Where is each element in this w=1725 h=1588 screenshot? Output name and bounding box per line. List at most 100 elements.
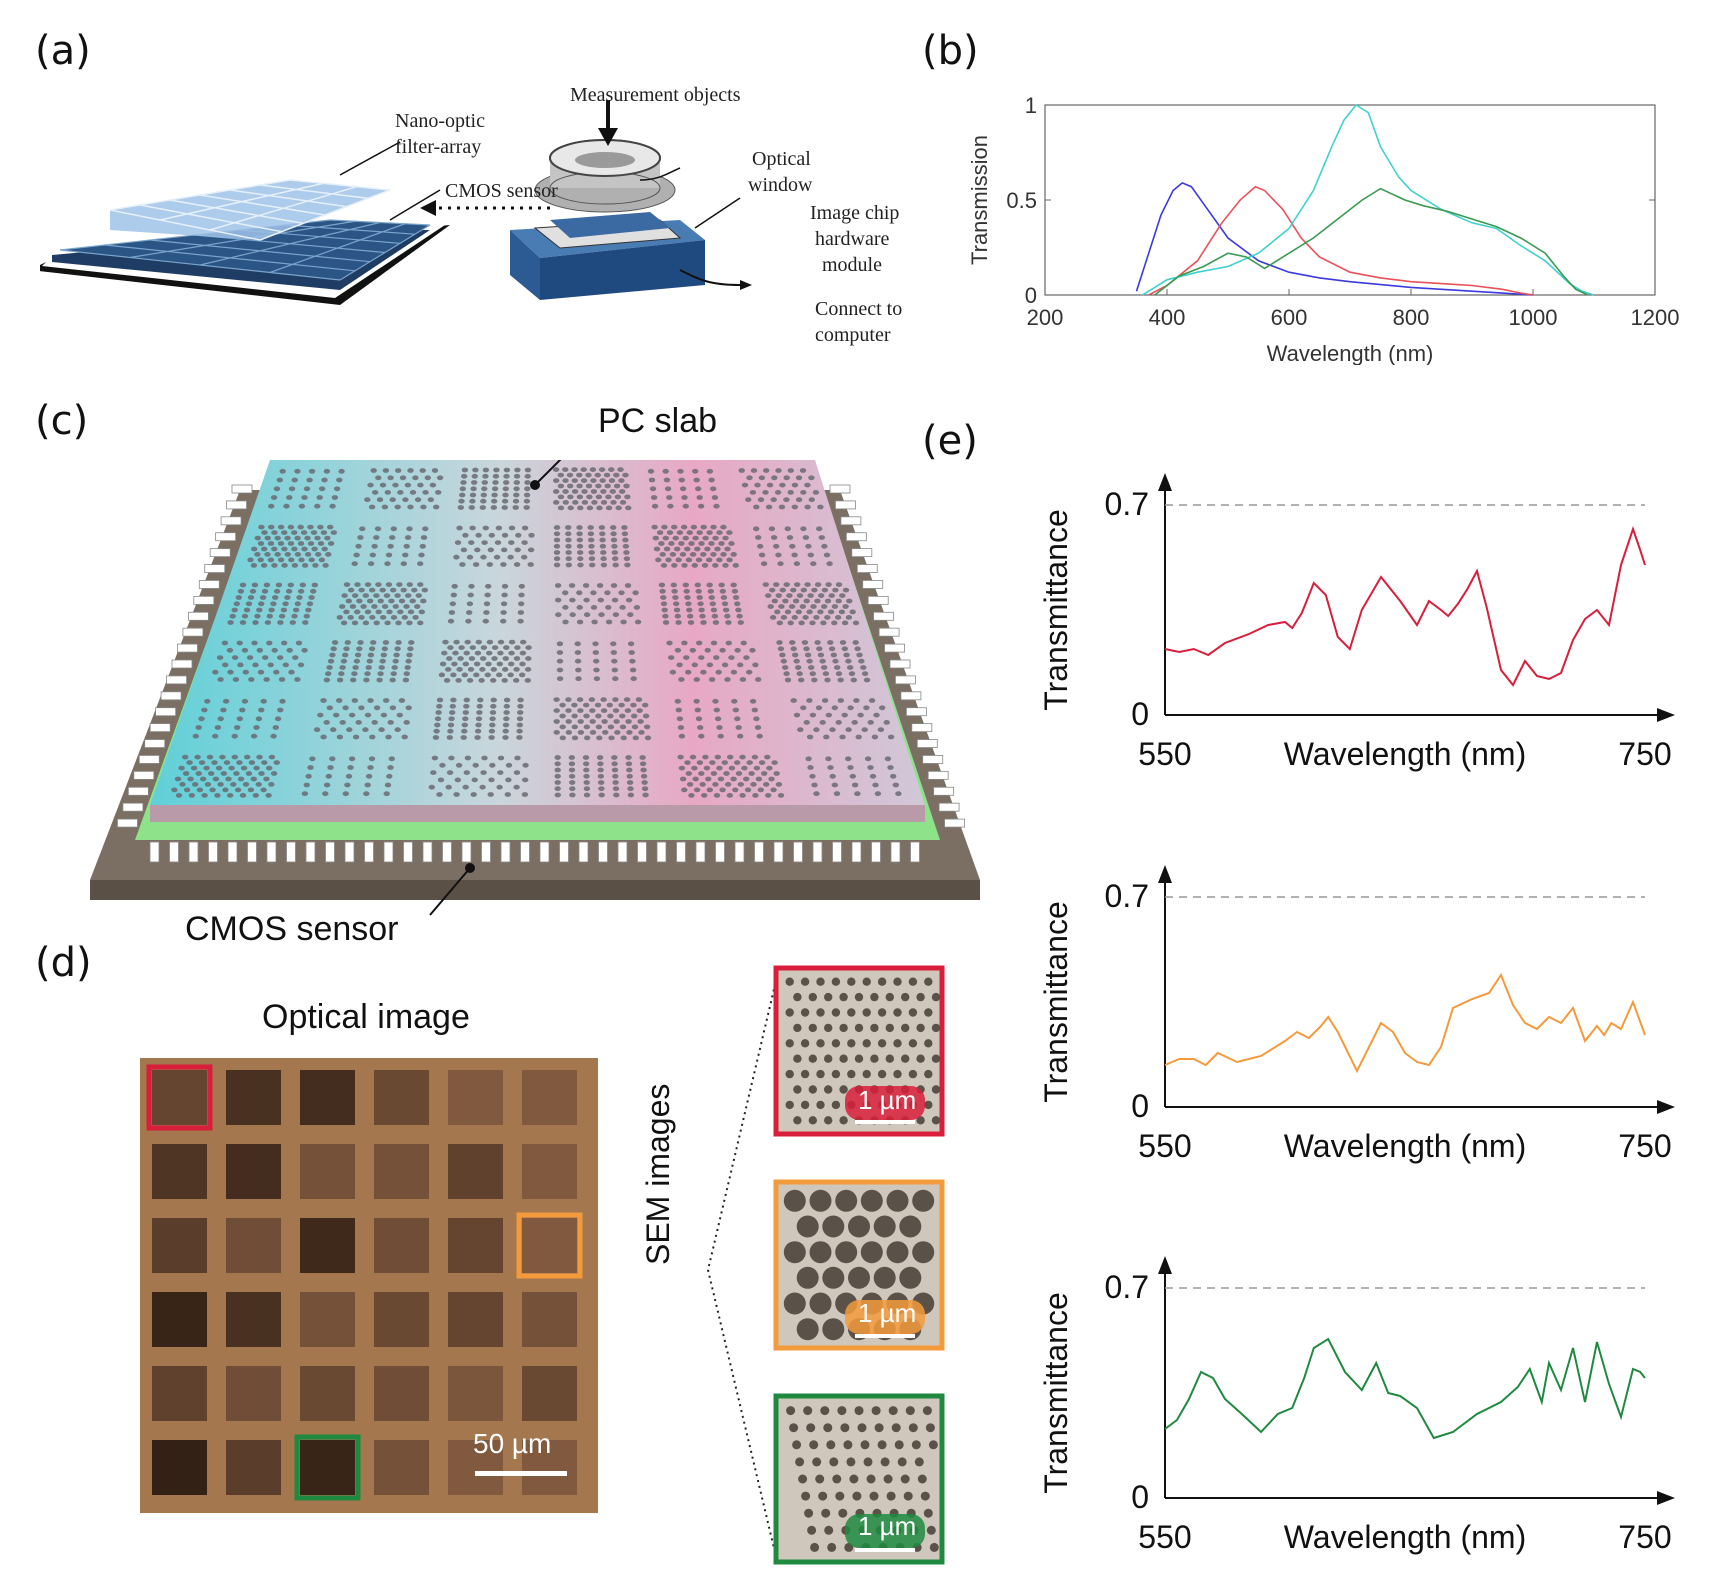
pc-hole bbox=[418, 609, 425, 615]
filter-square bbox=[152, 1292, 207, 1347]
pc-hole bbox=[597, 597, 604, 603]
pc-hole bbox=[255, 782, 262, 787]
chip-pin bbox=[840, 516, 862, 526]
pc-hole bbox=[704, 647, 711, 653]
chip-pin bbox=[944, 818, 965, 828]
pc-hole bbox=[318, 486, 326, 492]
pc-hole bbox=[404, 665, 411, 670]
pc-hole bbox=[644, 735, 652, 741]
chip-pin bbox=[933, 786, 955, 796]
pc-hole bbox=[743, 776, 750, 782]
chip-pin bbox=[481, 841, 491, 863]
pc-hole bbox=[475, 532, 482, 538]
sem-hole bbox=[809, 1440, 819, 1450]
pc-hole bbox=[695, 557, 703, 563]
pc-hole bbox=[257, 541, 265, 546]
pc-hole bbox=[370, 468, 377, 473]
pc-hole bbox=[576, 525, 583, 530]
chip-pin bbox=[204, 564, 226, 573]
pc-hole bbox=[814, 598, 821, 604]
pc-hole bbox=[675, 557, 682, 563]
chip-pin bbox=[286, 841, 296, 863]
pc-hole bbox=[791, 482, 799, 488]
pc-hole bbox=[743, 655, 750, 660]
pc-hole bbox=[447, 645, 454, 650]
pc-hole bbox=[417, 561, 424, 567]
pc-hole bbox=[824, 677, 831, 683]
pc-hole bbox=[710, 486, 717, 492]
pc-hole bbox=[357, 535, 364, 540]
pc-hole bbox=[599, 531, 606, 537]
pc-hole bbox=[395, 640, 402, 645]
pc-hole bbox=[635, 697, 643, 702]
pc-hole bbox=[625, 505, 632, 511]
pc-hole bbox=[821, 698, 829, 703]
pc-hole bbox=[613, 472, 620, 478]
pc-hole bbox=[459, 562, 466, 567]
pc-hole bbox=[513, 678, 520, 683]
pc-hole bbox=[692, 535, 699, 541]
filter-square bbox=[448, 1292, 503, 1347]
pc-hole bbox=[364, 782, 371, 788]
pc-hole bbox=[588, 697, 596, 702]
pc-hole bbox=[501, 498, 509, 504]
pc-hole bbox=[420, 535, 428, 540]
pc-hole bbox=[345, 598, 352, 604]
pc-hole bbox=[325, 552, 332, 557]
pc-hole bbox=[380, 652, 387, 658]
pc-hole bbox=[808, 475, 815, 481]
pc-hole bbox=[217, 677, 224, 682]
pc-hole bbox=[595, 483, 602, 489]
pc-hole bbox=[331, 640, 339, 645]
pc-hole bbox=[589, 562, 596, 568]
pc-hole bbox=[371, 543, 378, 549]
pc-hole bbox=[203, 765, 210, 771]
pc-hole bbox=[277, 524, 285, 530]
pc-hole bbox=[653, 546, 661, 552]
pc-hole bbox=[576, 605, 583, 610]
pc-hole bbox=[454, 777, 461, 783]
chip-pin bbox=[829, 484, 851, 494]
pc-hole bbox=[715, 669, 722, 675]
pc-hole bbox=[258, 771, 265, 776]
pc-hole bbox=[847, 705, 854, 711]
pc-hole bbox=[590, 590, 597, 596]
pc-hole bbox=[807, 593, 814, 598]
scale-bar bbox=[475, 1471, 567, 1476]
pc-hole bbox=[672, 535, 679, 541]
pc-hole bbox=[327, 541, 335, 546]
pc-hole bbox=[816, 646, 823, 652]
filter-square bbox=[300, 1292, 355, 1347]
pc-hole bbox=[632, 590, 639, 596]
pc-hole bbox=[286, 495, 293, 500]
pc-hole bbox=[574, 641, 581, 647]
pc-hole bbox=[407, 468, 414, 473]
pc-hole bbox=[766, 482, 774, 488]
pc-hole bbox=[273, 486, 281, 492]
pc-hole bbox=[662, 468, 669, 474]
sem-hole bbox=[928, 1440, 938, 1450]
pc-hole bbox=[732, 787, 739, 793]
pc-hole bbox=[847, 665, 854, 670]
pc-hole bbox=[649, 486, 657, 492]
callout-optical-1: Optical bbox=[752, 148, 811, 170]
sem-hole bbox=[899, 1215, 922, 1238]
pc-hole bbox=[339, 720, 346, 725]
chip-pin bbox=[247, 841, 257, 863]
pc-hole bbox=[581, 500, 589, 505]
pc-hole bbox=[783, 582, 790, 587]
pc-hole bbox=[739, 677, 747, 682]
pc-hole bbox=[583, 792, 591, 798]
pc-hole bbox=[838, 609, 846, 615]
chip-pin bbox=[916, 739, 938, 748]
sem-hole bbox=[815, 1474, 825, 1484]
pc-hole bbox=[297, 662, 305, 668]
pc-hole bbox=[333, 486, 341, 492]
pc-hole bbox=[356, 646, 363, 652]
pc-hole bbox=[827, 640, 834, 645]
sem-hole bbox=[866, 1474, 876, 1484]
pc-hole bbox=[268, 754, 276, 760]
pc-hole bbox=[486, 639, 494, 645]
pc-hole bbox=[419, 543, 426, 549]
pc-hole bbox=[424, 475, 431, 481]
